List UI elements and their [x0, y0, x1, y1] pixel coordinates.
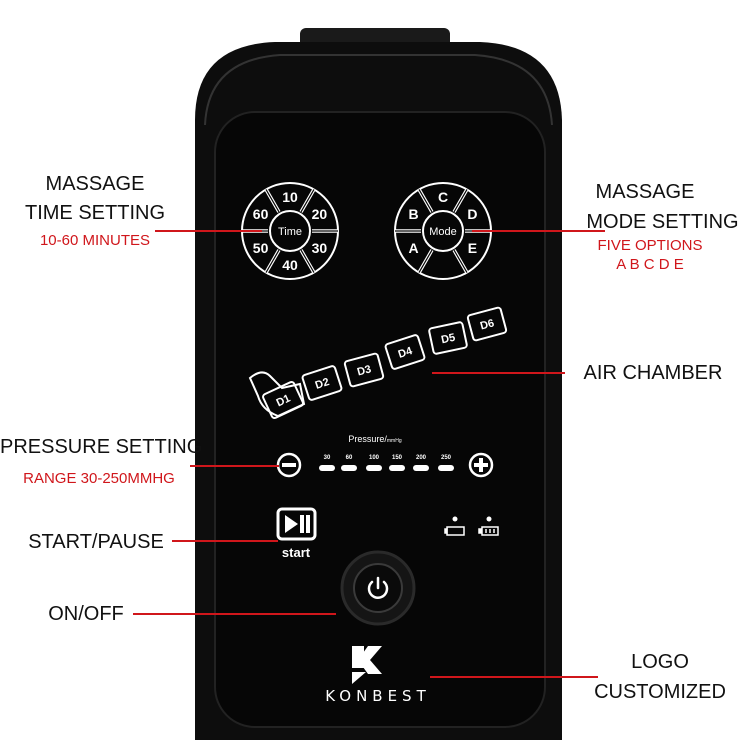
mode-dial-option[interactable]: C	[438, 189, 448, 205]
time-dial-option[interactable]: 30	[312, 240, 328, 256]
pressure-annotation-detail: RANGE 30-250MMHG	[23, 470, 175, 487]
annotation-lines	[133, 230, 605, 678]
pressure-level-indicator[interactable]	[438, 465, 454, 471]
mode-annotation-line1: MASSAGE	[595, 181, 695, 203]
plus-icon[interactable]	[468, 452, 494, 478]
time-dial-option[interactable]: 40	[282, 257, 298, 273]
time-dial-option[interactable]: 20	[312, 206, 328, 222]
chamber-d1[interactable]: D1	[262, 381, 304, 419]
pressure-level-label: 200	[416, 455, 427, 461]
mode-annotation-detail1: FIVE OPTIONS	[597, 237, 703, 254]
mode-dial-option[interactable]: A	[408, 240, 418, 256]
start-label: start	[282, 545, 311, 560]
chamber-label: D5	[440, 332, 456, 347]
time-dial-option[interactable]: 60	[253, 206, 269, 222]
chamber-label: D2	[314, 376, 331, 392]
pressure-level-label: 60	[346, 455, 353, 461]
power-button[interactable]	[340, 550, 416, 626]
power-annotation: ON/OFF	[48, 603, 124, 625]
mode-dial-option[interactable]: B	[408, 206, 418, 222]
chamber-d3[interactable]: D3	[343, 352, 385, 388]
pressure-plus-button[interactable]	[468, 452, 494, 478]
chamber-d4[interactable]: D4	[384, 334, 426, 370]
control-panel	[214, 111, 546, 728]
chamber-label: D6	[479, 317, 496, 332]
air-chamber-annotation: AIR CHAMBER	[583, 362, 723, 384]
start-annotation: START/PAUSE	[28, 531, 164, 553]
pressure-level-indicator[interactable]	[413, 465, 429, 471]
chamber-d2[interactable]: D2	[301, 365, 343, 401]
pressure-level-label: 30	[324, 455, 331, 461]
battery-empty-icon	[444, 516, 465, 536]
time-annotation-line1: MASSAGE	[45, 173, 145, 195]
mode-annotation-detail2: A B C D E	[616, 256, 684, 273]
air-chambers[interactable]: D1 D2 D3 D4 D5 D6	[262, 306, 508, 419]
time-dial-center-label: Time	[278, 226, 302, 238]
logo-annotation-line1: LOGO	[631, 651, 689, 673]
start-pause-button[interactable]: start	[276, 507, 317, 560]
logo-annotation-line2: CUSTOMIZED	[594, 681, 726, 703]
pressure-level-indicator[interactable]	[319, 465, 335, 471]
pressure-level-label: 150	[392, 455, 403, 461]
chamber-label: D3	[356, 363, 373, 378]
chamber-label: D4	[397, 345, 415, 361]
mode-dial-center-label: Mode	[429, 226, 457, 238]
time-dial-center[interactable]	[269, 210, 311, 252]
chamber-d6[interactable]: D6	[466, 306, 508, 342]
time-dial-option[interactable]: 10	[282, 189, 298, 205]
mode-dial-center[interactable]	[422, 210, 464, 252]
battery-full-icon	[478, 516, 499, 536]
air-chamber-leg	[248, 371, 306, 418]
chamber-d5[interactable]: D5	[428, 321, 468, 355]
time-dial-option[interactable]: 50	[253, 240, 269, 256]
mode-annotation-line2: MODE SETTING	[586, 211, 739, 233]
mode-dial-option[interactable]: E	[468, 240, 477, 256]
pressure-levels: 30 60 100 150 200 250	[319, 455, 454, 471]
power-icon[interactable]	[367, 576, 389, 599]
brand-logo: KONBEST	[325, 646, 431, 705]
pressure-label: Pressure/mmHg	[348, 434, 401, 444]
brand-name: KONBEST	[325, 687, 431, 705]
pressure-level-indicator[interactable]	[389, 465, 405, 471]
time-annotation-detail: 10-60 MINUTES	[39, 232, 151, 249]
mode-dial-option[interactable]: D	[467, 206, 477, 222]
pressure-annotation: PRESSURE SETTING	[0, 436, 203, 458]
pressure-level-label: 250	[441, 455, 452, 461]
chamber-label: D1	[275, 392, 293, 409]
play-pause-icon[interactable]	[276, 507, 317, 541]
time-annotation-line2: TIME SETTING	[25, 202, 165, 224]
brand-mark-k	[352, 646, 382, 684]
pressure-level-indicator[interactable]	[366, 465, 382, 471]
pressure-level-indicator[interactable]	[341, 465, 357, 471]
time-dial[interactable]: Time 10 20 30 40 50 60	[241, 182, 339, 280]
pressure-level-label: 100	[369, 455, 380, 461]
